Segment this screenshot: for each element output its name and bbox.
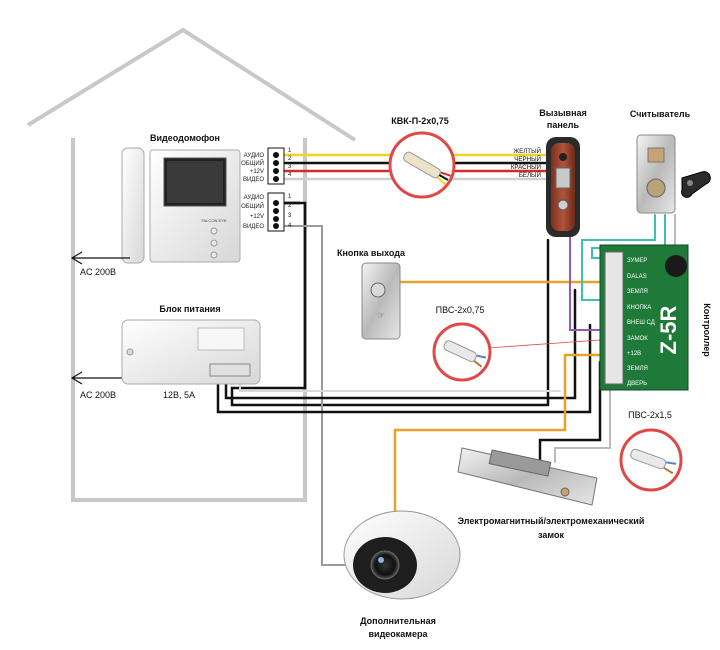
svg-text:☞: ☞ [377, 311, 385, 321]
intercom-monitor: FALCON EYE [121, 147, 241, 264]
dome-camera [343, 510, 461, 600]
wire-color-label: КРАСНЫЙ [511, 163, 541, 171]
controller-model: Z-5R [656, 305, 681, 354]
terminal-label: ОБЩИЙ [241, 202, 264, 210]
camera-label-2: видеокамера [369, 629, 429, 639]
wire-color-label: БЕЛЫЙ [519, 171, 541, 179]
call-panel-label-2: панель [547, 120, 580, 130]
exit-button-device: ☞ [361, 262, 401, 340]
intercom-brand: FALCON EYE [201, 218, 226, 223]
terminal-block-bottom: АУДИО ОБЩИЙ +12V ВИДЕО 1 2 3 4 [241, 192, 292, 232]
controller-board [599, 244, 689, 391]
cable-pvs15-label: ПВС-2х1,5 [628, 410, 672, 420]
psu-rating: 12В, 5А [163, 390, 195, 400]
psu-label: Блок питания [159, 304, 220, 314]
ac-label-bottom: AC 200В [80, 390, 116, 400]
controller-terminal: ЗАМОК [627, 336, 648, 342]
controller-terminal-labels: ЗУМЕР DALAS ЗЕМЛЯ КНОПКА ВНЕШ СД ЗАМОК +… [627, 258, 655, 387]
controller-terminal: КНОПКА [627, 305, 651, 311]
ac-arrow-top [70, 251, 130, 265]
controller-terminal: ЗУМЕР [627, 258, 647, 264]
power-supply [121, 319, 261, 385]
terminal-number: 1 [288, 194, 292, 200]
wire-color-labels: ЖЕЛТЫЙ ЧЕРНЫЙ КРАСНЫЙ БЕЛЫЙ [511, 147, 541, 179]
controller-terminal: +12В [627, 351, 641, 357]
ac-label-top: AC 200В [80, 267, 116, 277]
terminal-number: 2 [288, 203, 292, 209]
terminal-number: 2 [288, 156, 292, 162]
controller-label: Контроллер [702, 303, 712, 357]
terminal-number: 1 [288, 148, 292, 154]
controller-terminal: ДВЕРЬ [627, 381, 647, 387]
cable-pvs075-callout [432, 322, 492, 382]
terminal-block-top: АУДИО ОБЩИЙ +12V ВИДЕО 1 2 3 4 [241, 147, 292, 185]
lock-label-1: Электромагнитный/электромеханический [458, 516, 645, 526]
reader-label: Считыватель [630, 109, 691, 119]
call-panel-label-1: Вызывная [539, 108, 587, 118]
call-panel [546, 137, 580, 237]
terminal-label: +12V [250, 169, 264, 175]
terminal-label: ВИДЕО [243, 177, 264, 183]
lock-label-2: замок [538, 530, 564, 540]
cable-kvk-callout [388, 131, 456, 199]
intercom-label: Видеодомофон [150, 133, 220, 143]
terminal-number: 3 [288, 164, 292, 170]
terminal-label: +12V [250, 214, 264, 220]
card-reader [636, 134, 711, 214]
terminal-number: 4 [288, 223, 292, 229]
terminal-label: ВИДЕО [243, 224, 264, 230]
exit-button-label: Кнопка выхода [337, 248, 406, 258]
controller-terminal: DALAS [627, 274, 647, 280]
cable-pvs075-label: ПВС-2х0,75 [436, 305, 485, 315]
ac-arrow-bottom [70, 371, 122, 385]
controller-terminal: ЗЕМЛЯ [627, 289, 648, 295]
wire-color-label: ЧЕРНЫЙ [514, 155, 541, 163]
wire-color-label: ЖЕЛТЫЙ [513, 147, 541, 155]
terminal-number: 3 [288, 213, 292, 219]
terminal-label: ОБЩИЙ [241, 159, 264, 167]
controller-terminal: ЗЕМЛЯ [627, 366, 648, 372]
cable-kvk-label: КВК-П-2х0,75 [391, 116, 448, 126]
controller-terminal: ВНЕШ СД [627, 320, 655, 326]
terminal-number: 4 [288, 172, 292, 178]
door-lock [457, 447, 598, 506]
camera-label-1: Дополнительная [360, 616, 436, 626]
cable-pvs15-callout [619, 428, 683, 492]
terminal-label: АУДИО [244, 195, 265, 201]
terminal-label: АУДИО [244, 153, 265, 159]
